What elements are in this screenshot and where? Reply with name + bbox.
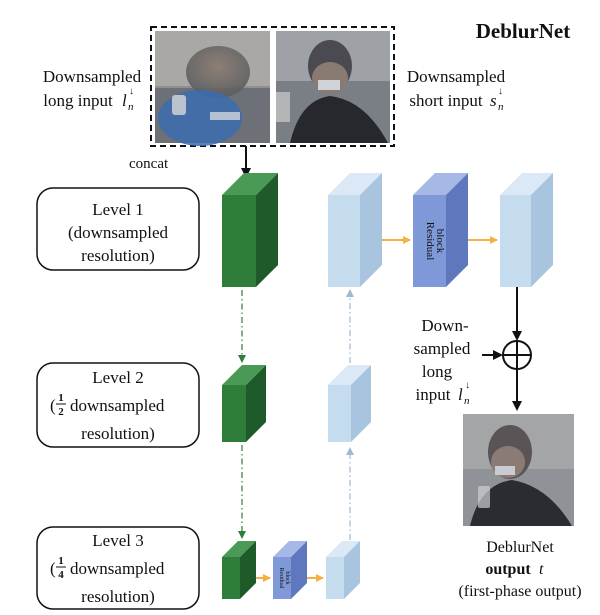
svg-text:(first-phase output): (first-phase output) — [458, 583, 581, 600]
svg-text:input: input — [416, 385, 451, 404]
svg-text:↓: ↓ — [498, 86, 503, 97]
svg-text:block: block — [284, 571, 290, 584]
svg-text:short input: short input — [409, 91, 482, 110]
svg-text:downsampled: downsampled — [70, 559, 165, 578]
svg-text:t: t — [539, 561, 544, 578]
svg-text:n: n — [128, 101, 134, 113]
level-1-encoder-block — [222, 173, 278, 287]
svg-text:downsampled: downsampled — [70, 396, 165, 415]
svg-text:Level 2: Level 2 — [92, 368, 143, 387]
svg-text:l: l — [458, 385, 463, 404]
svg-text:(: ( — [50, 396, 56, 415]
level-3-decoder-block — [326, 541, 360, 599]
long-input-image — [155, 31, 270, 146]
svg-text:↓: ↓ — [129, 86, 134, 97]
level-2-encoder-block — [222, 365, 266, 442]
svg-text:l: l — [122, 91, 127, 110]
add-input-label: Down- sampled long input l n ↓ — [414, 316, 471, 407]
svg-text:n: n — [464, 395, 470, 407]
level-3-label: Level 3 ( 1 4 downsampled resolution) — [36, 526, 200, 610]
svg-text:Level 3: Level 3 — [92, 531, 143, 550]
level-2-label: Level 2 ( 1 2 downsampled resolution) — [36, 362, 200, 448]
svg-text:block: block — [434, 229, 446, 254]
residual-block-large: Residual block — [413, 173, 468, 287]
svg-text:↓: ↓ — [465, 380, 470, 391]
svg-text:resolution): resolution) — [81, 424, 155, 443]
short-input-image — [276, 31, 390, 143]
residual-block-small: Residual block — [273, 541, 307, 599]
svg-text:Level 1: Level 1 — [92, 200, 143, 219]
svg-text:Down-: Down- — [421, 316, 469, 335]
svg-text:(downsampled: (downsampled — [68, 223, 169, 242]
svg-text:Downsampled: Downsampled — [43, 67, 142, 86]
svg-text:sampled: sampled — [414, 339, 471, 358]
short-input-label: Downsampled short input s n ↓ — [407, 67, 506, 113]
output-image — [463, 414, 574, 526]
svg-text:long: long — [422, 362, 453, 381]
level-1-decoder-block-b — [500, 173, 553, 287]
svg-text:DeblurNet: DeblurNet — [486, 539, 554, 556]
svg-text:Residual: Residual — [424, 222, 436, 261]
svg-text:resolution): resolution) — [81, 587, 155, 606]
svg-text:1: 1 — [58, 555, 64, 567]
svg-text:resolution): resolution) — [81, 246, 155, 265]
svg-text:(: ( — [50, 559, 56, 578]
level-1-label: Level 1 (downsampled resolution) — [36, 187, 200, 271]
output-label: DeblurNet output t (first-phase output) — [458, 539, 581, 600]
level-2-decoder-block — [328, 365, 371, 442]
input-images — [150, 26, 395, 147]
level-3-encoder-block — [222, 541, 256, 599]
long-input-label: Downsampled long input l n ↓ — [43, 67, 142, 113]
svg-text:1: 1 — [58, 392, 64, 404]
svg-text:output: output — [485, 561, 531, 578]
concat-label: concat — [129, 156, 169, 172]
plus-circle-icon — [502, 340, 532, 370]
svg-text:long input: long input — [43, 91, 113, 110]
input-frame — [150, 26, 395, 147]
diagram-title: DeblurNet — [476, 19, 570, 43]
svg-text:4: 4 — [58, 569, 64, 581]
svg-text:Residual: Residual — [278, 568, 284, 589]
svg-text:s: s — [490, 91, 497, 110]
svg-text:2: 2 — [58, 406, 64, 418]
svg-text:n: n — [498, 101, 504, 113]
svg-text:Downsampled: Downsampled — [407, 67, 506, 86]
level-1-decoder-block-a — [328, 173, 382, 287]
